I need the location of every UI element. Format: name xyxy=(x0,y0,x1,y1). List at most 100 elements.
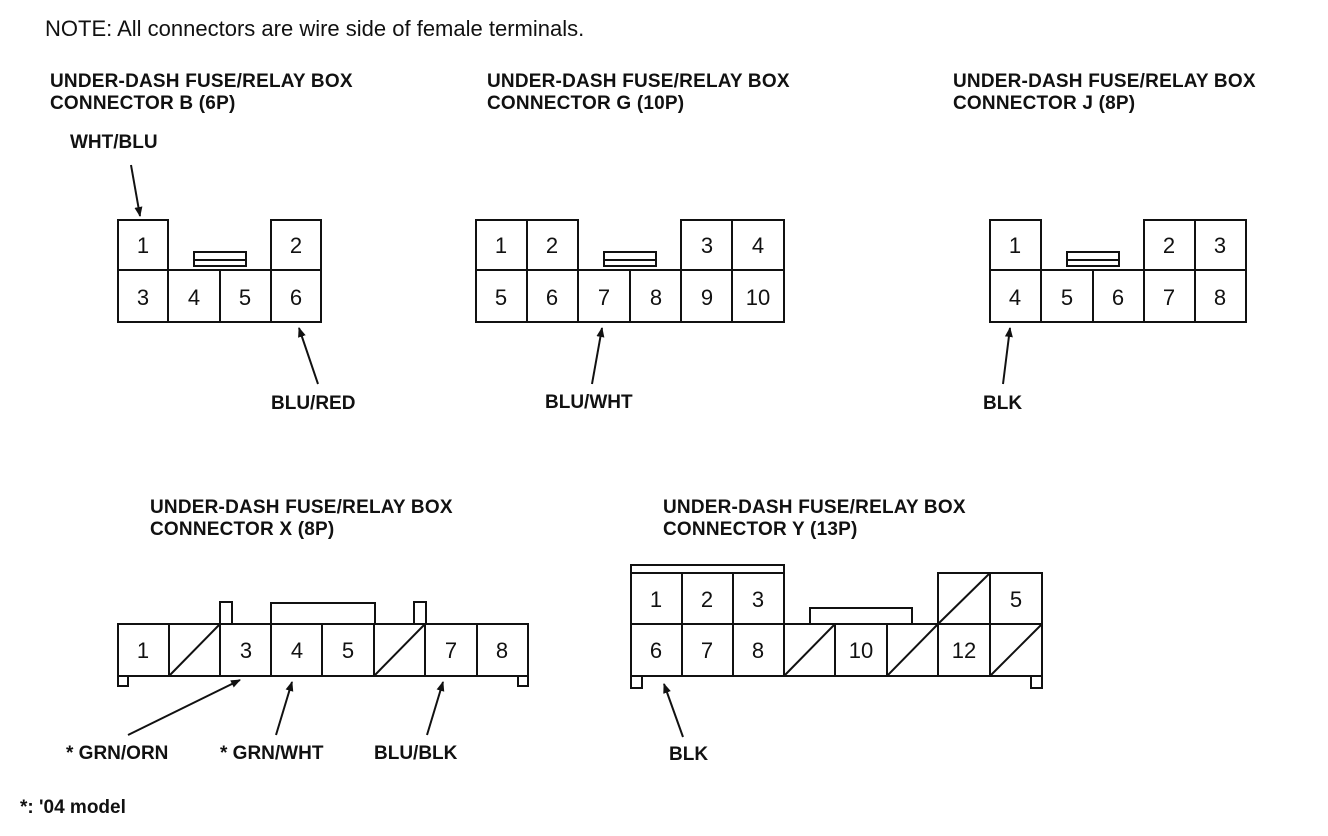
connector-j-terminal-2: 2 xyxy=(1163,233,1175,258)
connector-j-title: UNDER-DASH FUSE/RELAY BOX CONNECTOR J (8… xyxy=(953,71,1256,115)
connector-b-cell-5 xyxy=(219,269,272,323)
connector-j-cell-3 xyxy=(1194,219,1247,271)
connector-j-cell-1 xyxy=(989,219,1042,271)
connector-g-cell-8 xyxy=(629,269,682,323)
connector-j-terminal-4: 4 xyxy=(1009,285,1021,310)
connector-g-cell-7 xyxy=(577,269,631,323)
connector-x: 1 3 4 5 7 8 xyxy=(117,601,529,736)
connector-y-terminal-2: 2 xyxy=(701,587,713,612)
connector-b-terminal-6: 6 xyxy=(290,285,302,310)
connector-x-arrow-7 xyxy=(426,681,445,736)
connector-x-tab-right xyxy=(413,601,427,625)
wire-label-blu-wht: BLU/WHT xyxy=(545,392,633,413)
connector-j: 1 2 3 4 5 6 7 8 xyxy=(989,219,1247,385)
connector-x-arrow-3 xyxy=(127,679,241,736)
connector-x-terminal-7: 7 xyxy=(445,638,457,663)
connector-g-terminal-6: 6 xyxy=(546,285,558,310)
connector-x-latch xyxy=(270,602,376,625)
connector-g-terminal-8: 8 xyxy=(650,285,662,310)
connector-g-terminal-3: 3 xyxy=(701,233,713,258)
connector-y-arrow-6 xyxy=(663,683,684,738)
connector-g-title-line1: UNDER-DASH FUSE/RELAY BOX xyxy=(487,71,790,92)
connector-j-cell-8 xyxy=(1194,269,1247,323)
wire-label-blu-red: BLU/RED xyxy=(271,393,356,414)
connector-g: 1 2 3 4 5 6 7 8 9 10 xyxy=(475,219,785,385)
connector-y-terminal-7: 7 xyxy=(701,638,713,663)
connector-x-terminal-3: 3 xyxy=(240,638,252,663)
connector-y-title-line1: UNDER-DASH FUSE/RELAY BOX xyxy=(663,497,966,518)
connector-g-terminal-2: 2 xyxy=(546,233,558,258)
wire-label-grn-orn: * GRN/ORN xyxy=(66,743,169,764)
connector-y-terminal-3: 3 xyxy=(752,587,764,612)
wire-label-wht-blu: WHT/BLU xyxy=(70,132,158,153)
connector-x-terminal-1: 1 xyxy=(137,638,149,663)
connector-b-cell-2 xyxy=(270,219,322,271)
connector-y-title: UNDER-DASH FUSE/RELAY BOX CONNECTOR Y (1… xyxy=(663,497,966,541)
connector-b-arrow-6 xyxy=(298,327,319,385)
connector-y-body xyxy=(630,623,1043,677)
connector-x-arrow-4 xyxy=(275,681,294,736)
connector-y-terminal-1: 1 xyxy=(650,587,662,612)
connector-g-cell-4 xyxy=(731,219,785,271)
connector-j-cell-7 xyxy=(1143,269,1196,323)
model-footnote: *: '04 model xyxy=(20,797,126,818)
connector-x-blank-2 xyxy=(168,623,221,677)
connector-g-cell-2 xyxy=(526,219,579,271)
connector-y-blank-13 xyxy=(989,623,1043,677)
connector-x-blank-6 xyxy=(373,623,426,677)
connector-y-cell-2 xyxy=(681,572,734,625)
connector-b-cell-6 xyxy=(270,269,322,323)
connector-x-title: UNDER-DASH FUSE/RELAY BOX CONNECTOR X (8… xyxy=(150,497,453,541)
connector-g-terminal-9: 9 xyxy=(701,285,713,310)
wire-label-blk-j: BLK xyxy=(983,393,1023,414)
connector-y-terminal-8: 8 xyxy=(752,638,764,663)
connector-x-tab-left xyxy=(219,601,233,625)
connector-g-title-line2: CONNECTOR G (10P) xyxy=(487,93,685,114)
connector-y: 1 2 3 5 6 7 8 10 12 xyxy=(630,564,1043,738)
connector-y-terminal-10: 10 xyxy=(849,638,873,663)
connector-j-cell-2 xyxy=(1143,219,1196,271)
connector-j-cell-6 xyxy=(1092,269,1145,323)
connector-b-title-line2: CONNECTOR B (6P) xyxy=(50,93,236,114)
connector-y-cell-3 xyxy=(732,572,785,625)
connector-x-title-line1: UNDER-DASH FUSE/RELAY BOX xyxy=(150,497,453,518)
wire-label-blk-y: BLK xyxy=(669,744,709,765)
diagram-note: NOTE: All connectors are wire side of fe… xyxy=(45,16,585,41)
connector-b: 1 2 3 4 5 6 xyxy=(117,164,322,385)
connector-y-terminal-12: 12 xyxy=(952,638,976,663)
connector-j-cell-5 xyxy=(1040,269,1094,323)
connector-b-terminal-3: 3 xyxy=(137,285,149,310)
connector-y-blank-9 xyxy=(783,623,836,677)
connector-x-terminal-8: 8 xyxy=(496,638,508,663)
connector-x-terminal-4: 4 xyxy=(291,638,303,663)
connector-y-terminal-5: 5 xyxy=(1010,587,1022,612)
connector-g-arrow-7 xyxy=(591,327,605,385)
connector-g-terminal-7: 7 xyxy=(598,285,610,310)
connector-j-arrow-4 xyxy=(1002,327,1013,385)
connector-j-terminal-6: 6 xyxy=(1112,285,1124,310)
connector-b-title: UNDER-DASH FUSE/RELAY BOX CONNECTOR B (6… xyxy=(50,71,353,115)
connector-b-arrow-1 xyxy=(130,164,143,217)
connector-g-title: UNDER-DASH FUSE/RELAY BOX CONNECTOR G (1… xyxy=(487,71,790,115)
connector-g-terminal-4: 4 xyxy=(752,233,764,258)
connector-g-cell-10 xyxy=(731,269,785,323)
connector-x-title-line2: CONNECTOR X (8P) xyxy=(150,519,335,540)
connector-b-terminal-4: 4 xyxy=(188,285,200,310)
wire-label-grn-wht: * GRN/WHT xyxy=(220,743,324,764)
connector-y-latch xyxy=(809,607,913,625)
wire-label-blu-blk: BLU/BLK xyxy=(374,743,458,764)
connector-j-title-line2: CONNECTOR J (8P) xyxy=(953,93,1136,114)
connector-g-terminal-10: 10 xyxy=(746,285,770,310)
connector-x-terminal-5: 5 xyxy=(342,638,354,663)
connector-b-terminal-2: 2 xyxy=(290,233,302,258)
connector-b-terminal-5: 5 xyxy=(239,285,251,310)
connector-y-blank-4 xyxy=(937,572,991,625)
connector-y-terminal-6: 6 xyxy=(650,638,662,663)
connector-j-terminal-3: 3 xyxy=(1214,233,1226,258)
connector-j-title-line1: UNDER-DASH FUSE/RELAY BOX xyxy=(953,71,1256,92)
connector-j-terminal-8: 8 xyxy=(1214,285,1226,310)
connector-g-terminal-1: 1 xyxy=(495,233,507,258)
connector-y-blank-11 xyxy=(886,623,939,677)
connector-b-title-line1: UNDER-DASH FUSE/RELAY BOX xyxy=(50,71,353,92)
